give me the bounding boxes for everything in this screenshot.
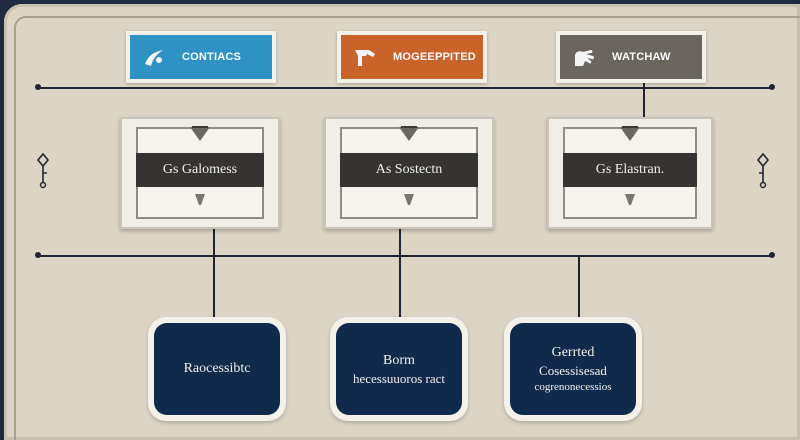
card-connector-line <box>213 226 215 318</box>
process-card[interactable]: As Sostectn <box>324 117 494 229</box>
funnel-icon <box>188 125 212 148</box>
header-connector-line <box>643 83 645 119</box>
connector-dot <box>35 252 41 258</box>
drop-icon <box>192 191 208 212</box>
node-line: Gerrted <box>551 344 595 360</box>
funnel-icon <box>618 125 642 148</box>
node-line: Borm <box>383 352 415 368</box>
node-line: cogrenonecessios <box>534 380 612 393</box>
node-line: Raocessibtc <box>183 361 251 376</box>
card-label: As Sostectn <box>340 153 478 187</box>
connector-dot <box>769 84 775 90</box>
drop-icon <box>401 191 417 212</box>
header-button-mogeeppited[interactable]: MOGEEPPITED <box>337 31 487 83</box>
swoosh-icon <box>140 43 168 71</box>
output-node[interactable]: Raocessibtc <box>148 317 286 421</box>
output-node-body: Raocessibtc <box>154 323 280 415</box>
diagram-canvas: CONTIACS MOGEEPPITED WATCHAW Gs Galomess… <box>4 4 800 440</box>
key-icon <box>36 152 50 194</box>
header-button-contiacs[interactable]: CONTIACS <box>126 31 276 83</box>
connector-dot <box>769 252 775 258</box>
process-card[interactable]: Gs Galomess <box>120 117 280 229</box>
header-button-watchaw[interactable]: WATCHAW <box>556 31 706 83</box>
header-button-label: MOGEEPPITED <box>393 51 476 63</box>
output-node-body: Gerrted Cosessisesad cogrenonecessios <box>510 323 636 415</box>
card-label: Gs Galomess <box>136 153 264 187</box>
drop-icon <box>622 191 638 212</box>
node-line: hecessuuoros ract <box>352 370 446 386</box>
output-node[interactable]: Borm hecessuuoros ract <box>330 317 468 421</box>
top-connector-line <box>38 87 774 89</box>
key-icon <box>756 152 770 194</box>
funnel-icon <box>397 125 421 148</box>
connector-dot <box>35 84 41 90</box>
header-button-label: CONTIACS <box>182 51 242 63</box>
output-node-body: Borm hecessuuoros ract <box>336 323 462 415</box>
card-label: Gs Elastran. <box>563 153 697 187</box>
middle-connector-line <box>38 255 774 257</box>
card-connector-line <box>578 255 580 318</box>
header-button-label: WATCHAW <box>612 51 671 63</box>
card-connector-line <box>399 226 401 318</box>
process-card[interactable]: Gs Elastran. <box>547 117 713 229</box>
output-node[interactable]: Gerrted Cosessisesad cogrenonecessios <box>504 317 642 421</box>
lamp-icon <box>351 43 379 71</box>
node-line: Cosessisesad <box>539 362 607 378</box>
hand-icon <box>570 43 598 71</box>
